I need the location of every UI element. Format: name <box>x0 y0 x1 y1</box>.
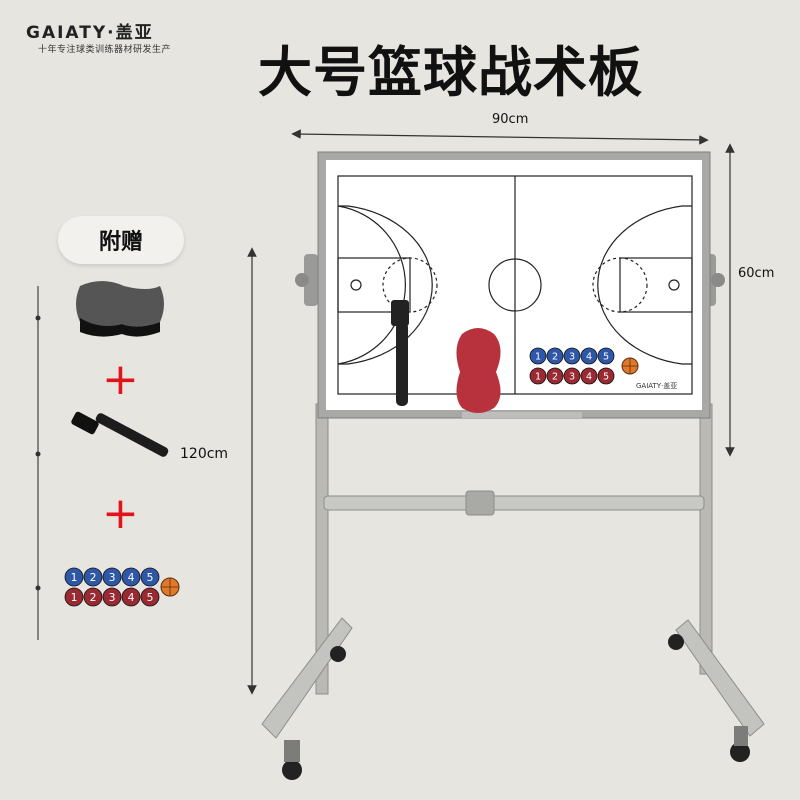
magnet-number: 5 <box>603 371 609 382</box>
casters <box>282 634 750 780</box>
magnet-number: 3 <box>109 591 116 604</box>
crossbar-clamp <box>465 490 495 516</box>
magnet <box>597 347 615 365</box>
magnet <box>546 367 564 385</box>
page-title: 大号篮球战术板 <box>258 41 643 104</box>
magnet-number: 5 <box>147 571 154 584</box>
whiteboard-surface <box>326 160 702 410</box>
stand-right-leg <box>699 403 713 675</box>
magnet-number: 3 <box>109 571 116 584</box>
gift-marker <box>71 411 169 457</box>
magnet-number: 2 <box>552 371 558 382</box>
magnet <box>83 587 103 607</box>
magnet <box>64 587 84 607</box>
brand-tagline: 十年专注球类训练器材研发生产 <box>38 45 172 55</box>
stand-height-label: 120cm <box>180 446 229 462</box>
magnet <box>121 567 141 587</box>
magnet-number: 4 <box>586 371 592 382</box>
magnet <box>83 567 103 587</box>
side-height-label: 60cm <box>738 266 775 281</box>
width-label: 90cm <box>492 112 529 127</box>
gift-panel-dot <box>35 315 41 321</box>
stand <box>261 403 765 739</box>
gift-panel-dot <box>35 585 41 591</box>
board-brand-label: GAIATY·盖亚 <box>636 381 677 390</box>
magnet-number: 4 <box>128 571 135 584</box>
magnet <box>102 587 122 607</box>
marker-tray <box>462 412 582 418</box>
gift-badge: 附赠 <box>58 216 184 264</box>
magnet <box>64 567 84 587</box>
basketball-court <box>337 175 693 395</box>
magnet <box>102 567 122 587</box>
width-dimension-arrow <box>291 129 709 145</box>
gift-panel-dot <box>35 451 41 457</box>
magnet-number: 2 <box>552 351 558 362</box>
magnet <box>140 567 160 587</box>
magnet-number: 3 <box>569 351 575 362</box>
magnet-number: 5 <box>603 351 609 362</box>
right-base-foot <box>675 619 765 737</box>
plus-icon: + <box>102 354 139 405</box>
magnet <box>580 347 598 365</box>
magnet <box>529 367 547 385</box>
magnet <box>140 587 160 607</box>
magnet-number: 1 <box>535 351 541 362</box>
eraser-on-board <box>456 328 501 413</box>
magnet-number: 4 <box>128 591 135 604</box>
magnet <box>563 347 581 365</box>
magnet-number: 2 <box>90 591 97 604</box>
magnet-number: 1 <box>71 591 78 604</box>
magnet <box>580 367 598 385</box>
left-base-foot <box>261 617 353 739</box>
magnet <box>563 367 581 385</box>
basketball-lines <box>161 578 179 596</box>
left-knob <box>304 254 318 306</box>
marker-on-board <box>391 300 409 406</box>
magnet <box>529 347 547 365</box>
magnet <box>597 367 615 385</box>
gift-eraser <box>76 281 164 337</box>
stand-crossbar <box>323 495 705 511</box>
magnet <box>121 587 141 607</box>
magnet-number: 5 <box>147 591 154 604</box>
magnet-number: 2 <box>90 571 97 584</box>
magnet <box>546 347 564 365</box>
magnet-number: 1 <box>71 571 78 584</box>
magnet-number: 3 <box>569 371 575 382</box>
plus-icon: + <box>102 488 139 539</box>
magnet-number: 4 <box>586 351 592 362</box>
basketball-lines <box>622 358 638 374</box>
brand-logo: GAIATY·盖亚 <box>26 23 154 43</box>
magnet-number: 1 <box>535 371 541 382</box>
